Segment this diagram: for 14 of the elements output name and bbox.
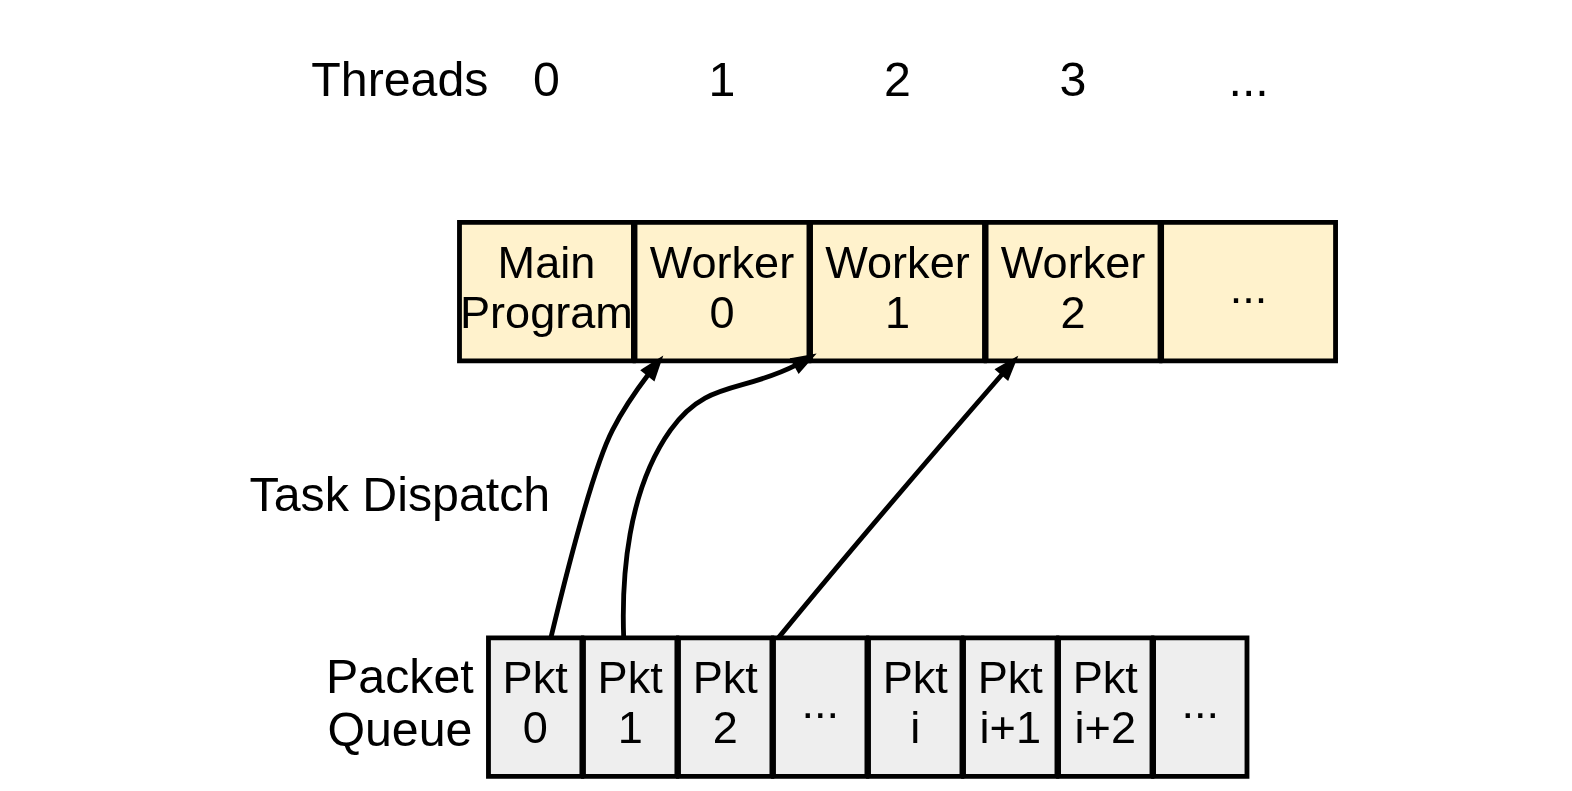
arrow [620, 353, 817, 638]
label: Threads [311, 51, 489, 106]
label: Task Dispatch [249, 467, 551, 522]
node-box: ... [1151, 635, 1250, 779]
label: Packet Queue [326, 648, 474, 756]
label: 2 [884, 51, 911, 106]
label: 1 [708, 51, 736, 106]
label: ... [1228, 51, 1269, 106]
arrow [548, 355, 664, 639]
label: 3 [1059, 51, 1087, 106]
node-box: Main Program [457, 219, 636, 364]
node-box: ... [1159, 219, 1338, 364]
label: 0 [533, 51, 560, 106]
node-box: Worker 1 [808, 219, 987, 364]
